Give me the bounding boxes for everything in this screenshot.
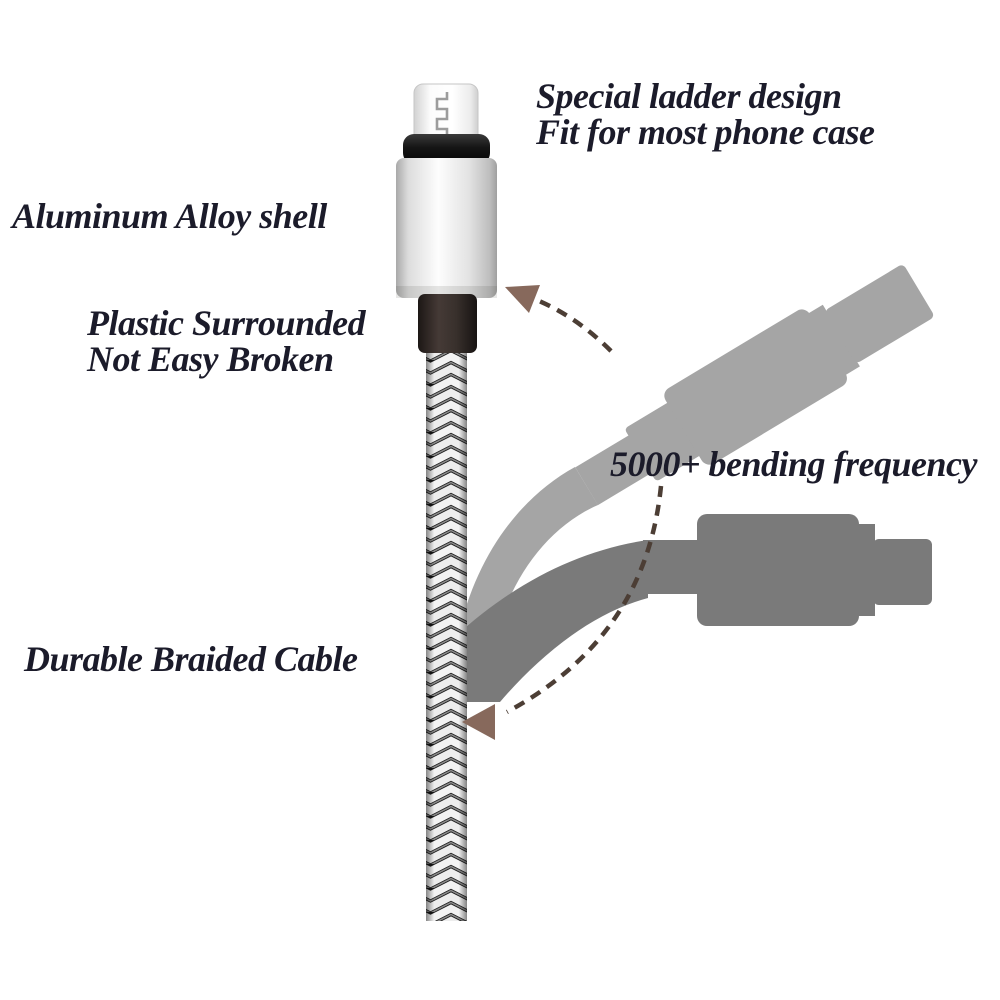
callout-plastic-surround-line2: Not Easy Broken xyxy=(87,339,334,379)
callout-bending-frequency: 5000+ bending frequency xyxy=(610,444,978,484)
callout-plastic-surround: Plastic Surrounded Not Easy Broken xyxy=(87,303,366,379)
bent-connector-lower-icon xyxy=(456,514,932,702)
dashed-arrow-to-connector-icon xyxy=(505,285,613,353)
callout-special-ladder-line2: Fit for most phone case xyxy=(536,112,875,152)
callout-aluminum-shell: Aluminum Alloy shell xyxy=(12,196,327,236)
bent-cable-upper-icon xyxy=(455,467,598,652)
callout-braided-cable: Durable Braided Cable xyxy=(24,639,358,679)
micro-usb-connector xyxy=(396,83,497,353)
bent-connector-upper-icon xyxy=(455,265,934,652)
ladder-pattern-icon xyxy=(435,92,449,137)
arrowhead-lower-icon xyxy=(462,704,495,740)
callout-special-ladder: Special ladder design Fit for most phone… xyxy=(536,78,875,150)
aluminum-barrel-icon xyxy=(396,158,497,298)
bent-cable-lower-icon xyxy=(456,540,648,702)
black-collar-icon xyxy=(403,134,490,164)
callout-plastic-surround-line1: Plastic Surrounded xyxy=(87,303,366,343)
plastic-strain-relief-icon xyxy=(418,294,477,353)
dashed-arrow-to-cable-icon xyxy=(462,485,664,740)
braided-cable-icon xyxy=(426,349,467,921)
callout-special-ladder-line1: Special ladder design xyxy=(536,76,842,116)
arrowhead-upper-icon xyxy=(505,285,540,313)
